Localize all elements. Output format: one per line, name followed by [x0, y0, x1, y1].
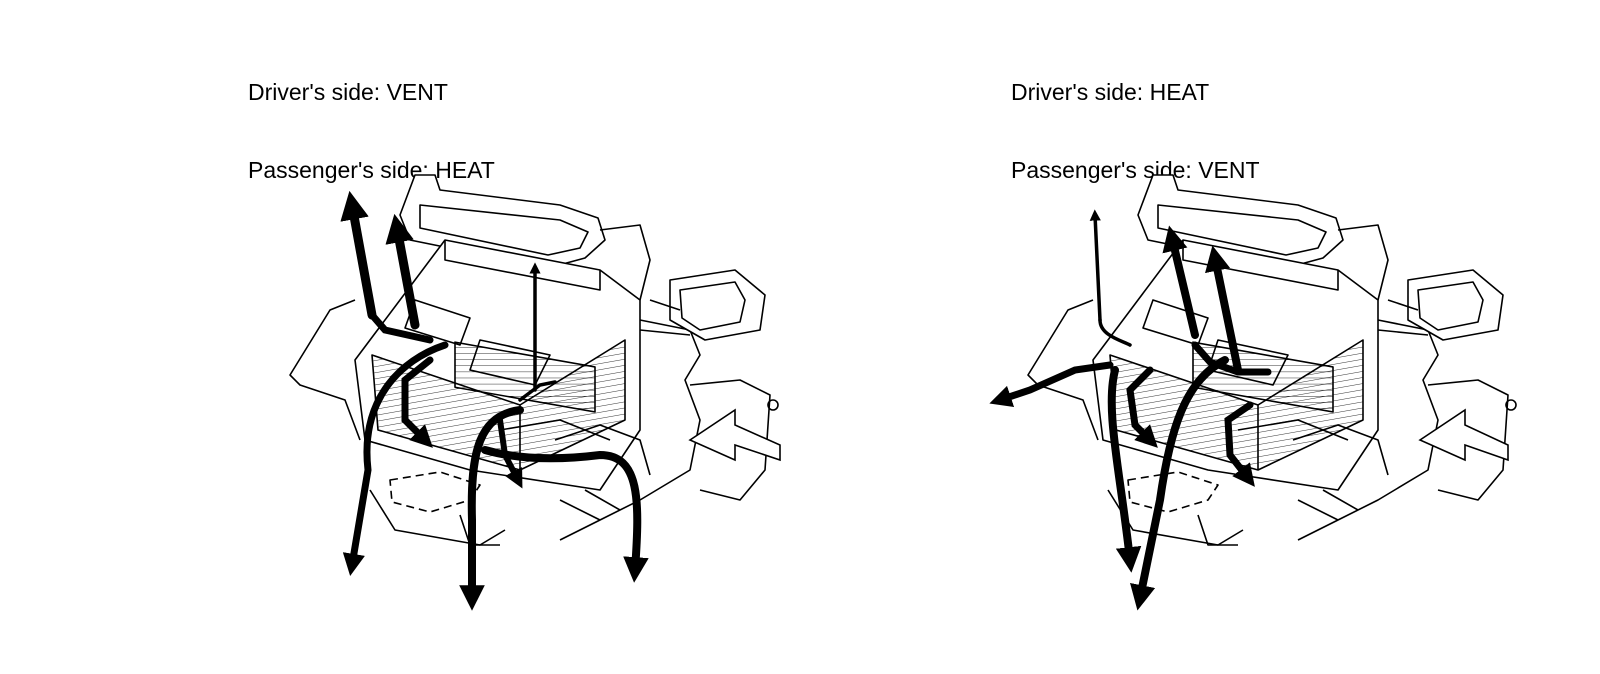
airflow-arrow-icon: [340, 190, 377, 320]
airflow-arrow-icon: [1126, 366, 1158, 448]
airflow-arrow-icon: [1107, 366, 1142, 573]
airflow-arrow-icon: [497, 417, 523, 489]
right-airflow-arrows: [989, 209, 1272, 611]
left-passenger-mode-label: Passenger's side: HEAT: [248, 157, 495, 183]
airflow-arrow-icon: [1089, 209, 1102, 322]
right-panel-caption: Driver's side: HEAT Passenger's side: VE…: [1011, 27, 1260, 209]
airflow-arrow-icon: [459, 406, 524, 611]
left-intake-arrow-icon: [688, 408, 781, 462]
airflow-arrow-icon: [385, 213, 420, 330]
airflow-arrow-icon: [1162, 225, 1199, 339]
left-airflow-arrows: [340, 190, 649, 611]
right-driver-mode-label: Driver's side: HEAT: [1011, 79, 1210, 105]
airflow-arrow-icon: [481, 446, 649, 583]
airflow-arrow-icon: [1224, 401, 1255, 487]
airflow-arrow-icon: [989, 361, 1114, 408]
airflow-arrow-icon: [342, 341, 449, 577]
right-passenger-mode-label: Passenger's side: VENT: [1011, 157, 1260, 183]
airflow-arrow-icon: [401, 356, 434, 448]
left-panel-caption: Driver's side: VENT Passenger's side: HE…: [248, 27, 495, 209]
right-intake-arrow-icon: [1418, 408, 1509, 462]
left-driver-mode-label: Driver's side: VENT: [248, 79, 448, 105]
airflow-arrow-icon: [1130, 356, 1229, 611]
left-hvac-unit-illustration: [289, 174, 779, 546]
right-hvac-unit-illustration: [1027, 174, 1517, 546]
airflow-arrow-icon: [1205, 245, 1242, 374]
